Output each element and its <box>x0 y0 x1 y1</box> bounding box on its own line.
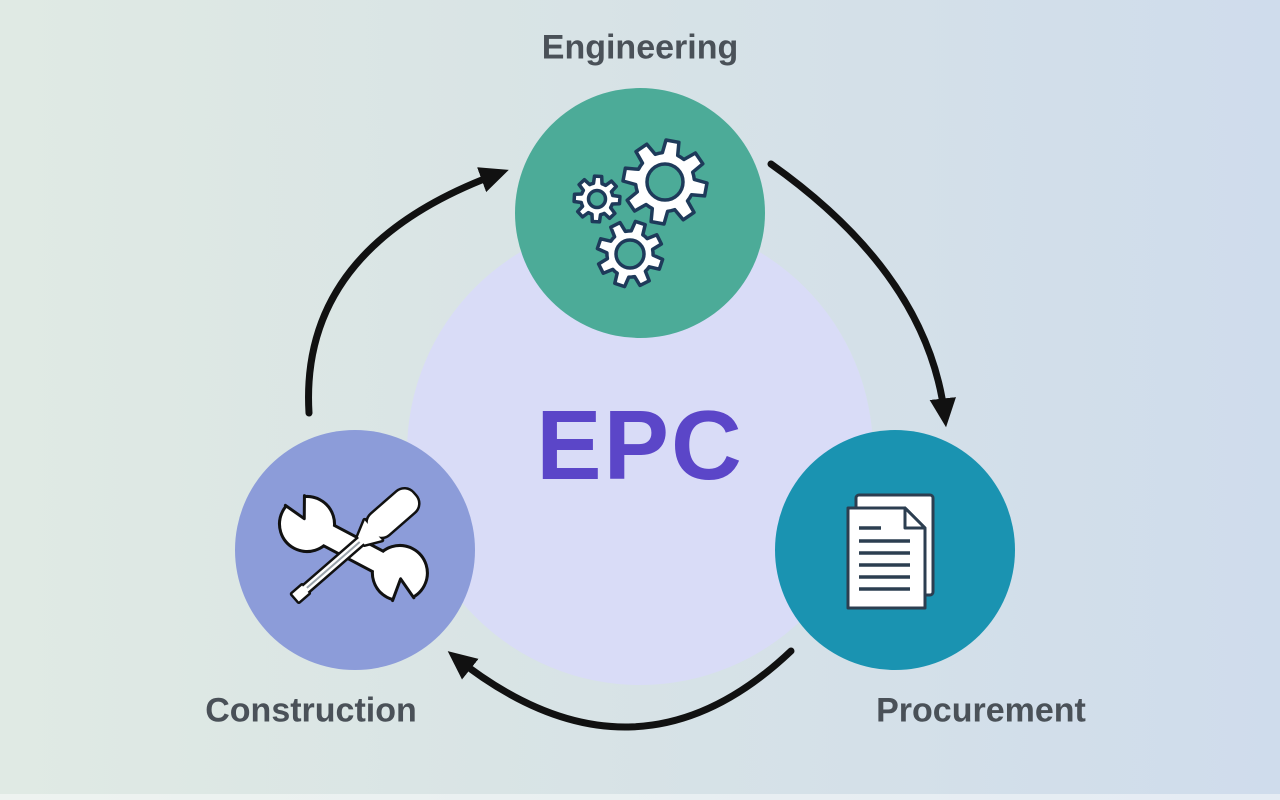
node-engineering <box>515 88 765 338</box>
node-procurement <box>775 430 1015 670</box>
wrench-screwdriver-icon <box>275 482 429 614</box>
label-procurement: Procurement <box>876 691 1086 730</box>
documents-icon <box>846 493 935 610</box>
bottom-highlight-strip <box>0 794 1280 800</box>
gears-icon <box>572 138 709 289</box>
label-engineering: Engineering <box>541 28 739 67</box>
node-construction <box>235 430 475 670</box>
label-construction: Construction <box>205 691 417 730</box>
center-label: EPC <box>536 390 744 500</box>
